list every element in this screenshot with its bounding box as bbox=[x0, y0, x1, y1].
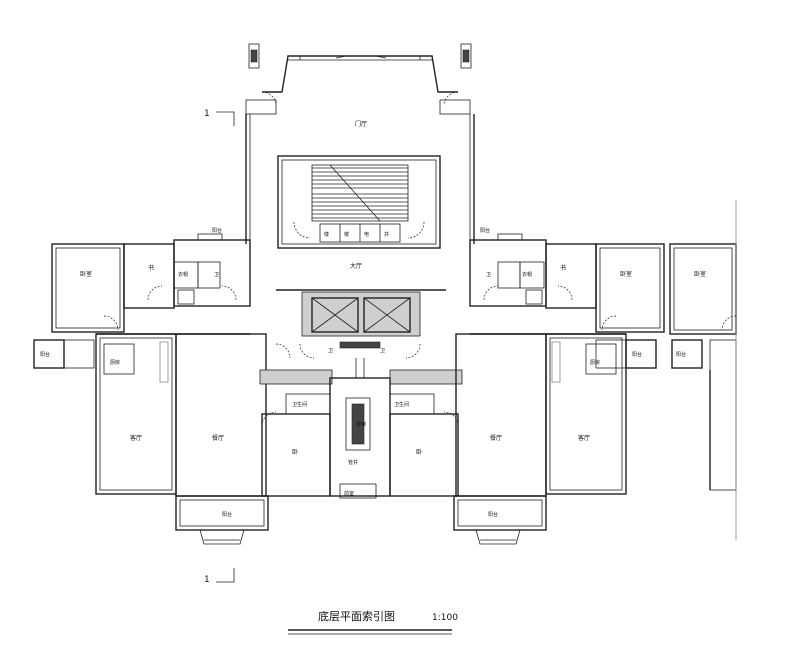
left-living-label: 客厅 bbox=[130, 434, 142, 442]
svg-text:书: 书 bbox=[148, 264, 154, 272]
svg-text:卫: 卫 bbox=[486, 272, 491, 278]
adjacent-unit-partial: 卧室 阳台 bbox=[669, 200, 737, 540]
left-unit: 卧室 书 衣帽 卫 阳台 阳台 厨房 客厅 餐厅 卧 卫生间 bbox=[33, 227, 331, 545]
svg-text:前室: 前室 bbox=[344, 490, 354, 497]
svg-text:电: 电 bbox=[364, 231, 369, 238]
hall-label: 大厅 bbox=[350, 262, 362, 270]
center-core: 楼梯 管井 前室 卫 卫 bbox=[259, 341, 463, 499]
svg-text:阳台: 阳台 bbox=[480, 227, 490, 234]
svg-text:阳台: 阳台 bbox=[212, 227, 222, 234]
svg-text:楼: 楼 bbox=[324, 231, 329, 238]
stair-treads bbox=[312, 164, 408, 222]
svg-text:书: 书 bbox=[560, 264, 566, 272]
svg-text:楼: 楼 bbox=[344, 231, 349, 238]
right-unit: 卧室 书 衣帽 卫 阳台 阳台 厨房 客厅 餐厅 卧 卫生间 阳台 bbox=[389, 227, 665, 545]
pillar-left bbox=[248, 43, 260, 69]
section-mark-top: 1 bbox=[204, 109, 235, 126]
left-dining-label: 餐厅 bbox=[212, 434, 224, 442]
svg-text:厨房: 厨房 bbox=[590, 359, 600, 366]
right-dining-label: 餐厅 bbox=[490, 434, 502, 442]
svg-text:井: 井 bbox=[384, 231, 389, 238]
pillar-right bbox=[460, 43, 472, 69]
right-bedroom-label: 卧室 bbox=[620, 270, 632, 278]
section-mark-bottom: 1 bbox=[204, 568, 235, 585]
svg-text:1: 1 bbox=[204, 109, 210, 119]
svg-text:卫: 卫 bbox=[328, 348, 333, 354]
svg-text:阳台: 阳台 bbox=[676, 351, 686, 358]
svg-text:1: 1 bbox=[204, 575, 210, 585]
svg-text:卫: 卫 bbox=[380, 348, 385, 354]
svg-text:阳台: 阳台 bbox=[222, 511, 232, 518]
svg-text:衣帽: 衣帽 bbox=[522, 271, 532, 278]
svg-text:衣帽: 衣帽 bbox=[178, 271, 188, 278]
left-bedroom-label: 卧室 bbox=[80, 270, 92, 278]
svg-text:阳台: 阳台 bbox=[488, 511, 498, 518]
svg-text:阳台: 阳台 bbox=[40, 351, 50, 358]
drawing-title: 底层平面索引图 bbox=[318, 609, 395, 623]
right-living-label: 客厅 bbox=[578, 434, 590, 442]
entrance-canopy: 门厅 bbox=[245, 43, 475, 244]
svg-text:楼梯: 楼梯 bbox=[356, 421, 366, 428]
svg-text:卫生间: 卫生间 bbox=[292, 401, 307, 408]
svg-text:卫: 卫 bbox=[214, 272, 219, 278]
lobby-label: 门厅 bbox=[355, 120, 367, 128]
title-block: 底层平面索引图 1:100 bbox=[288, 609, 458, 635]
elevator-shafts bbox=[301, 291, 421, 337]
svg-text:阳台: 阳台 bbox=[632, 351, 642, 358]
stair-core: 楼 楼 电 井 大厅 bbox=[277, 155, 441, 270]
svg-text:卧室: 卧室 bbox=[694, 270, 706, 278]
svg-text:管井: 管井 bbox=[348, 459, 358, 466]
svg-text:卧: 卧 bbox=[292, 448, 298, 456]
svg-text:卧: 卧 bbox=[416, 448, 422, 456]
drawing-scale: 1:100 bbox=[432, 613, 458, 623]
svg-text:厨房: 厨房 bbox=[110, 359, 120, 366]
svg-text:卫生间: 卫生间 bbox=[394, 401, 409, 408]
